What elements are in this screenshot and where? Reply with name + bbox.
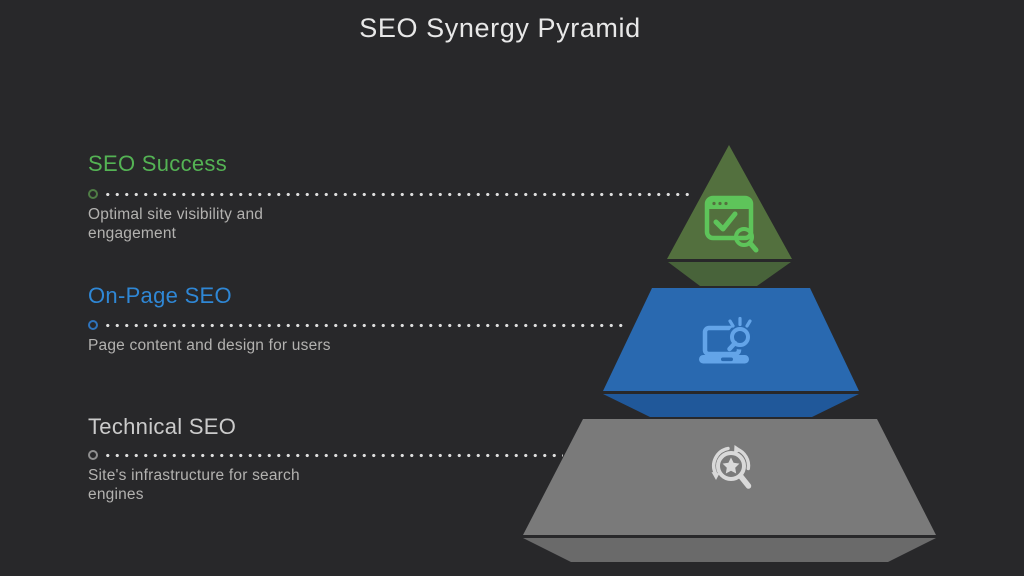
- leader-ring-icon: [88, 189, 98, 199]
- magnifier-lens: [716, 451, 746, 481]
- tier-row-seo-success: SEO Success Optimal site visibility and …: [88, 151, 693, 243]
- leader-line: [88, 450, 563, 460]
- search-star-refresh-icon: [711, 445, 752, 489]
- laptop-search-icon: [699, 316, 753, 364]
- magnifier-lens: [730, 327, 750, 347]
- leader-ring-icon: [88, 450, 98, 460]
- check-mark: [713, 211, 738, 232]
- pyramid-tier-bottom-edge: [523, 538, 936, 562]
- dotted-line: [103, 452, 563, 458]
- pyramid-tier-top-edge: [668, 262, 791, 286]
- tier-description: Site's infrastructure for search engines: [88, 467, 300, 503]
- browser-topbar: [707, 198, 751, 209]
- leader-ring-icon: [88, 320, 98, 330]
- magnifier-handle: [747, 240, 759, 253]
- laptop-base-notch: [721, 357, 733, 362]
- star: [722, 457, 740, 474]
- tier-row-on-page-seo: On-Page SEO Page content and design for …: [88, 283, 623, 356]
- magnifier-lens: [734, 227, 754, 247]
- tier-heading: SEO Success: [88, 151, 228, 176]
- sparkle-rays: [728, 316, 752, 328]
- magnifier-handle: [737, 473, 752, 489]
- leader-line: [88, 320, 623, 330]
- tier-description: Optimal site visibility and engagement: [88, 206, 264, 242]
- tier-description: Page content and design for users: [88, 337, 331, 354]
- tier-heading: On-Page SEO: [88, 283, 232, 308]
- tier-heading: Technical SEO: [88, 414, 237, 439]
- browser-topbar-dots: [712, 201, 728, 206]
- dotted-line: [103, 322, 623, 328]
- page-title: SEO Synergy Pyramid: [359, 13, 641, 43]
- refresh-arrows: [711, 445, 751, 480]
- dotted-line: [103, 191, 693, 197]
- pyramid-tier-middle-edge: [603, 394, 859, 417]
- browser-check-search-icon: [704, 195, 759, 253]
- tier-row-technical-seo: Technical SEO Site's infrastructure for …: [88, 414, 563, 504]
- leader-line: [88, 189, 693, 199]
- magnifier-handle: [727, 340, 738, 352]
